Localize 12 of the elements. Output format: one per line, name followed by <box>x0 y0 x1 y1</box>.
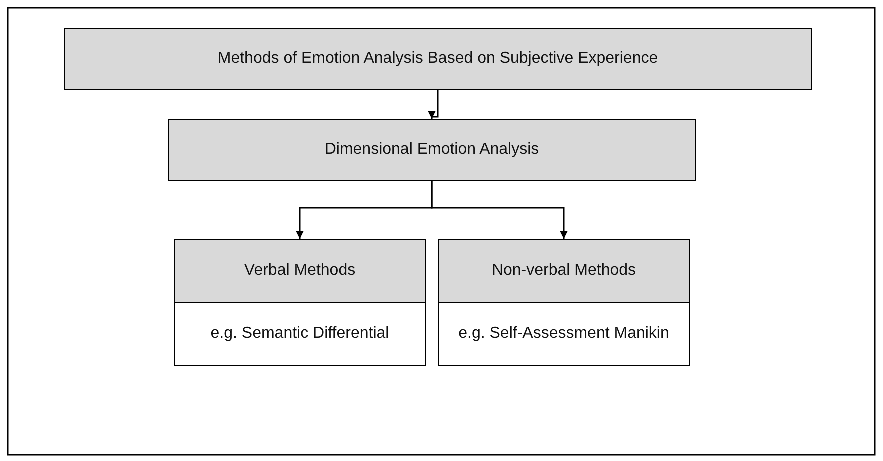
box-title: Methods of Emotion Analysis Based on Subjective Experience <box>216 48 660 69</box>
box-title: Non-verbal Methods <box>490 260 638 281</box>
method-card <box>438 239 690 366</box>
box-title: Dimensional Emotion Analysis <box>324 140 540 160</box>
example-text: e.g. Semantic Differential <box>210 324 390 344</box>
process-box <box>168 119 696 181</box>
example-text: e.g. Self-Assessment Manikin <box>458 324 670 344</box>
method-card <box>174 239 426 366</box>
arrow <box>431 181 568 239</box>
arrow <box>428 90 439 119</box>
box-title: Verbal Methods <box>243 260 357 281</box>
process-box <box>64 28 812 90</box>
